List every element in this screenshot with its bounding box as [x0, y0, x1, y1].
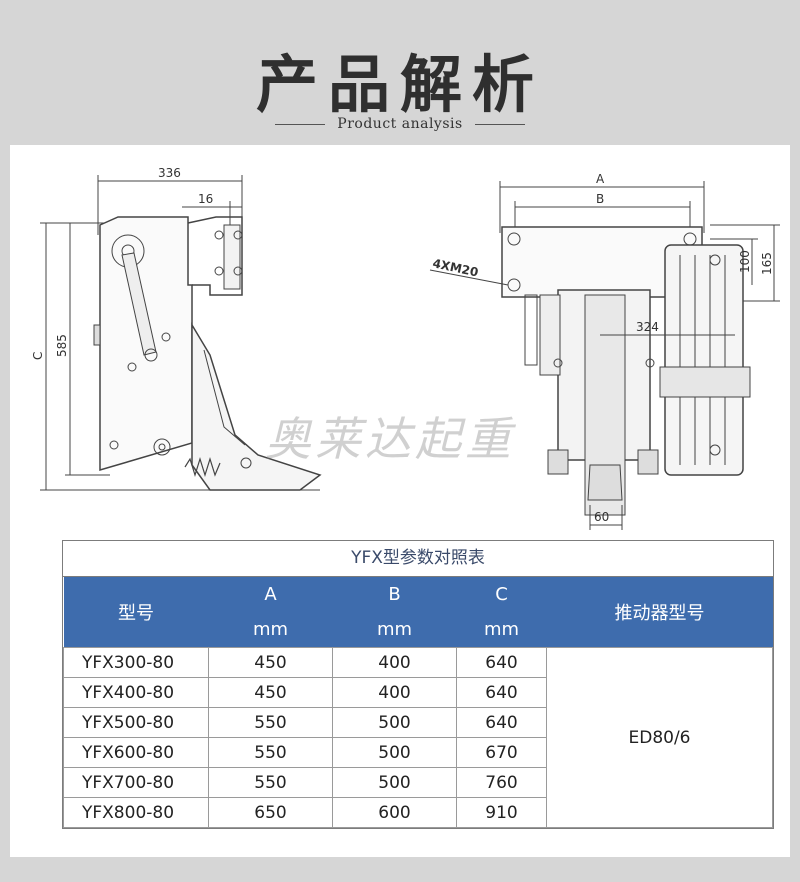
cell-model: YFX600-80: [63, 737, 209, 768]
cell-c: 670: [456, 737, 547, 768]
dim-b-label: B: [596, 192, 604, 206]
left-view: [40, 175, 322, 491]
parameter-table-grid: 型号 A B C 推动器型号 mm mm mm YFX300-80 450 40…: [63, 577, 773, 828]
header-actuator: 推动器型号: [546, 577, 773, 648]
cell-a: 550: [208, 767, 333, 798]
content-panel: 336 16 C 585 A B 4XM20 100 165 324 60 奥莱…: [10, 145, 790, 857]
cell-c: 640: [456, 677, 547, 708]
right-view: [429, 181, 780, 530]
parameter-table: YFX型参数对照表 型号 A B C 推动器型号 mm mm mm: [62, 540, 774, 829]
header-c-unit: mm: [456, 612, 547, 648]
cell-b: 400: [332, 677, 457, 708]
cell-a: 550: [208, 737, 333, 768]
page-subtitle: Product analysis: [337, 116, 463, 132]
subtitle-line-left: [275, 123, 326, 125]
cell-b: 600: [332, 797, 457, 828]
header-model: 型号: [63, 577, 209, 648]
subtitle-row: Product analysis: [0, 116, 800, 132]
cell-model: YFX800-80: [63, 797, 209, 828]
dim-100-label: 100: [738, 250, 752, 273]
cell-model: YFX400-80: [63, 677, 209, 708]
page-title: 产品解析: [255, 48, 544, 121]
cell-b: 400: [332, 647, 457, 678]
cell-a: 450: [208, 647, 333, 678]
table-caption: YFX型参数对照表: [63, 541, 773, 577]
table-row: YFX800-80 650 600 910: [63, 797, 773, 828]
cell-b: 500: [332, 707, 457, 738]
header-a-unit: mm: [208, 612, 333, 648]
dim-60-label: 60: [594, 510, 609, 524]
cell-model: YFX500-80: [63, 707, 209, 738]
dim-a-label: A: [596, 172, 605, 186]
header-b: B: [332, 577, 457, 612]
dim-16-label: 16: [198, 192, 213, 206]
watermark: 奥莱达起重: [265, 412, 515, 466]
dim-324-label: 324: [636, 320, 659, 334]
cell-model: YFX700-80: [63, 767, 209, 798]
cell-c: 760: [456, 767, 547, 798]
technical-drawing: 336 16 C 585 A B 4XM20 100 165 324 60: [31, 166, 780, 530]
cell-b: 500: [332, 737, 457, 768]
cell-b: 500: [332, 767, 457, 798]
cell-model: YFX300-80: [63, 647, 209, 678]
cell-c: 640: [456, 707, 547, 738]
subtitle-line-right: [474, 123, 525, 125]
dim-c-label: C: [31, 352, 45, 360]
table-header-row-1: 型号 A B C 推动器型号: [63, 577, 773, 648]
dim-336-label: 336: [158, 166, 181, 180]
cell-c: 910: [456, 797, 547, 828]
dim-585-label: 585: [55, 334, 69, 357]
header-c: C: [456, 577, 547, 612]
cell-a: 650: [208, 797, 333, 828]
cell-a: 550: [208, 707, 333, 738]
table-row: YFX400-80 450 400 640: [63, 677, 773, 708]
header-a: A: [208, 577, 333, 612]
header-b-unit: mm: [332, 612, 457, 648]
dim-165-label: 165: [760, 252, 774, 275]
cell-c: 640: [456, 647, 547, 678]
table-header-row-2: mm mm mm: [64, 612, 773, 648]
table-row: YFX500-80 550 500 640: [63, 707, 773, 738]
table-row: YFX300-80 450 400 640 ED80/6: [63, 647, 773, 828]
cell-actuator: ED80/6: [546, 647, 773, 828]
bolts-label: 4XM20: [431, 256, 479, 279]
table-row: YFX600-80 550 500 670: [63, 737, 773, 768]
cell-a: 450: [208, 677, 333, 708]
